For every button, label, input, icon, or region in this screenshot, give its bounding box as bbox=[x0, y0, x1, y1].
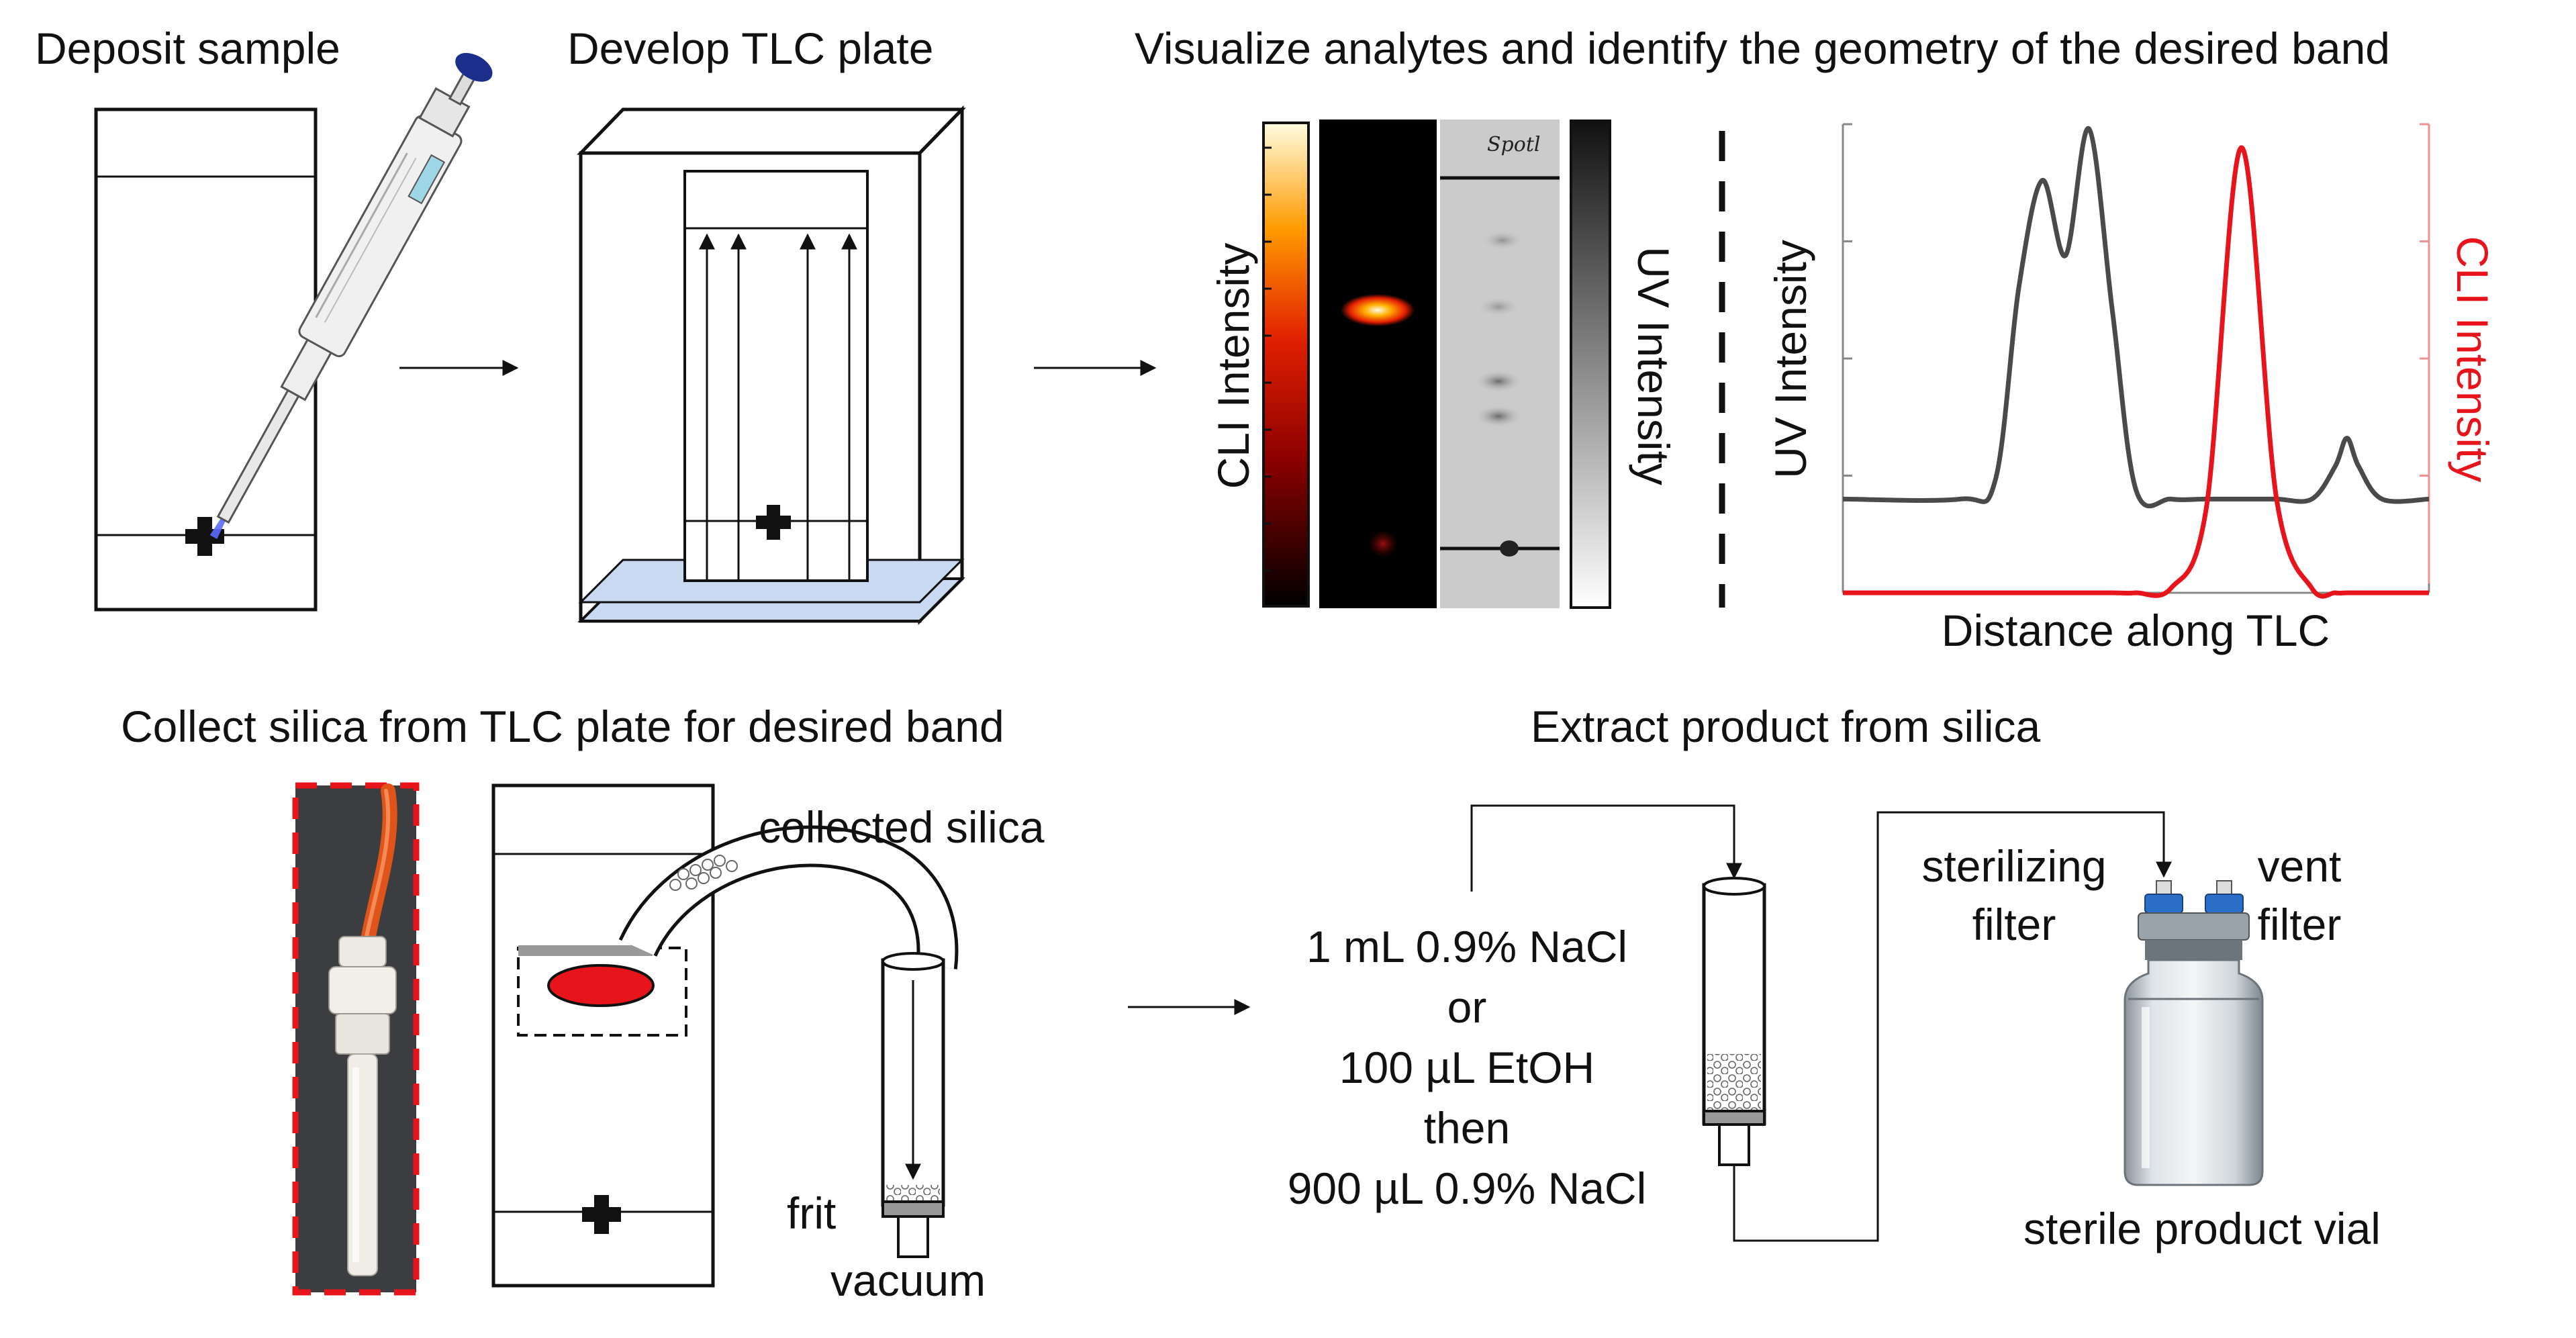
pipette-icon bbox=[209, 52, 493, 539]
uv-colorbar bbox=[1570, 120, 1611, 609]
chart-xlabel: Distance along TLC bbox=[1942, 606, 2330, 655]
developing-spot-cross bbox=[756, 505, 791, 540]
outlet-line bbox=[1733, 811, 2172, 1242]
cli-image bbox=[1319, 120, 1437, 608]
uv-band bbox=[1476, 371, 1521, 392]
product-vial-icon bbox=[2124, 880, 2264, 1186]
cli-colorbar bbox=[1262, 122, 1310, 608]
chart: UV Intensity CLI Intensity Distance alon… bbox=[1766, 123, 2497, 655]
step-title-develop: Develop TLC plate bbox=[567, 23, 933, 73]
tank-top bbox=[577, 107, 966, 155]
solvent-line: or bbox=[1447, 982, 1487, 1032]
silica-bed bbox=[1707, 1054, 1761, 1111]
frit-beads bbox=[886, 1185, 940, 1202]
collection-spot-cross bbox=[582, 1195, 621, 1234]
vent-filter-label: vent bbox=[2258, 841, 2342, 891]
inlet-line bbox=[1470, 804, 1742, 892]
plate-handwriting: Spotl bbox=[1487, 133, 1540, 156]
cli-colorbar-label: CLI Intensity bbox=[1208, 243, 1258, 489]
step-title-visualize: Visualize analytes and identify the geom… bbox=[1135, 23, 2390, 73]
step-collect: Collect silica from TLC plate for desire… bbox=[121, 702, 1045, 1305]
column-outlet bbox=[897, 1215, 929, 1258]
product-vial-label: sterile product vial bbox=[2023, 1204, 2381, 1253]
sterilizing-filter-label: filter bbox=[1972, 900, 2056, 949]
frit bbox=[881, 1200, 945, 1218]
extraction-outlet bbox=[1718, 1123, 1750, 1166]
solvent-line: 1 mL 0.9% NaCl bbox=[1306, 922, 1627, 971]
uv-origin-spot bbox=[1500, 540, 1519, 557]
step-deposit: Deposit sample bbox=[35, 23, 493, 612]
silica-particles bbox=[669, 855, 738, 891]
tank-side bbox=[918, 105, 964, 626]
chart-ylabel-right: CLI Intensity bbox=[2448, 236, 2497, 483]
uv-band bbox=[1476, 405, 1521, 427]
cli-colorbar-ticks bbox=[1263, 146, 1272, 572]
uv-band bbox=[1482, 231, 1523, 250]
chart-left-ticks bbox=[1843, 123, 1852, 594]
extraction-frit bbox=[1703, 1110, 1766, 1126]
vacuum-label: vacuum bbox=[830, 1255, 986, 1305]
desired-band bbox=[547, 964, 655, 1007]
step-visualize: Visualize analytes and identify the geom… bbox=[1135, 23, 2497, 655]
cli-trace bbox=[1843, 145, 2429, 599]
solvent-instructions: 1 mL 0.9% NaCl or 100 µL EtOH then 900 µ… bbox=[1288, 922, 1647, 1213]
collected-silica-label: collected silica bbox=[759, 802, 1045, 852]
step-extract: Extract product from silica 1 mL 0.9% Na… bbox=[1288, 702, 2381, 1253]
uv-colorbar-label: UV Intensity bbox=[1629, 246, 1678, 485]
vent-filter-label: filter bbox=[2258, 900, 2342, 949]
chart-ylabel-left: UV Intensity bbox=[1766, 240, 1815, 479]
solvent-line: 100 µL EtOH bbox=[1339, 1043, 1594, 1092]
uv-image bbox=[1440, 120, 1560, 608]
solvent-line: 900 µL 0.9% NaCl bbox=[1288, 1163, 1647, 1213]
cli-origin-spot bbox=[1368, 530, 1398, 557]
sample-spot-cross bbox=[185, 517, 224, 556]
collector-photo bbox=[292, 782, 420, 1296]
chart-right-ticks bbox=[2420, 123, 2429, 594]
step-develop: Develop TLC plate bbox=[567, 23, 966, 626]
uv-band bbox=[1478, 297, 1519, 316]
step-title-extract: Extract product from silica bbox=[1531, 702, 2041, 751]
step-title-collect: Collect silica from TLC plate for desire… bbox=[121, 702, 1004, 751]
scraped-strip bbox=[518, 945, 653, 956]
uv-trace bbox=[1842, 126, 2430, 509]
step-title-deposit: Deposit sample bbox=[35, 23, 340, 73]
sterilizing-filter-label: sterilizing bbox=[1921, 841, 2106, 891]
cli-band-hotspot bbox=[1341, 294, 1415, 326]
solvent-line: then bbox=[1424, 1103, 1510, 1153]
frit-label: frit bbox=[787, 1188, 836, 1238]
